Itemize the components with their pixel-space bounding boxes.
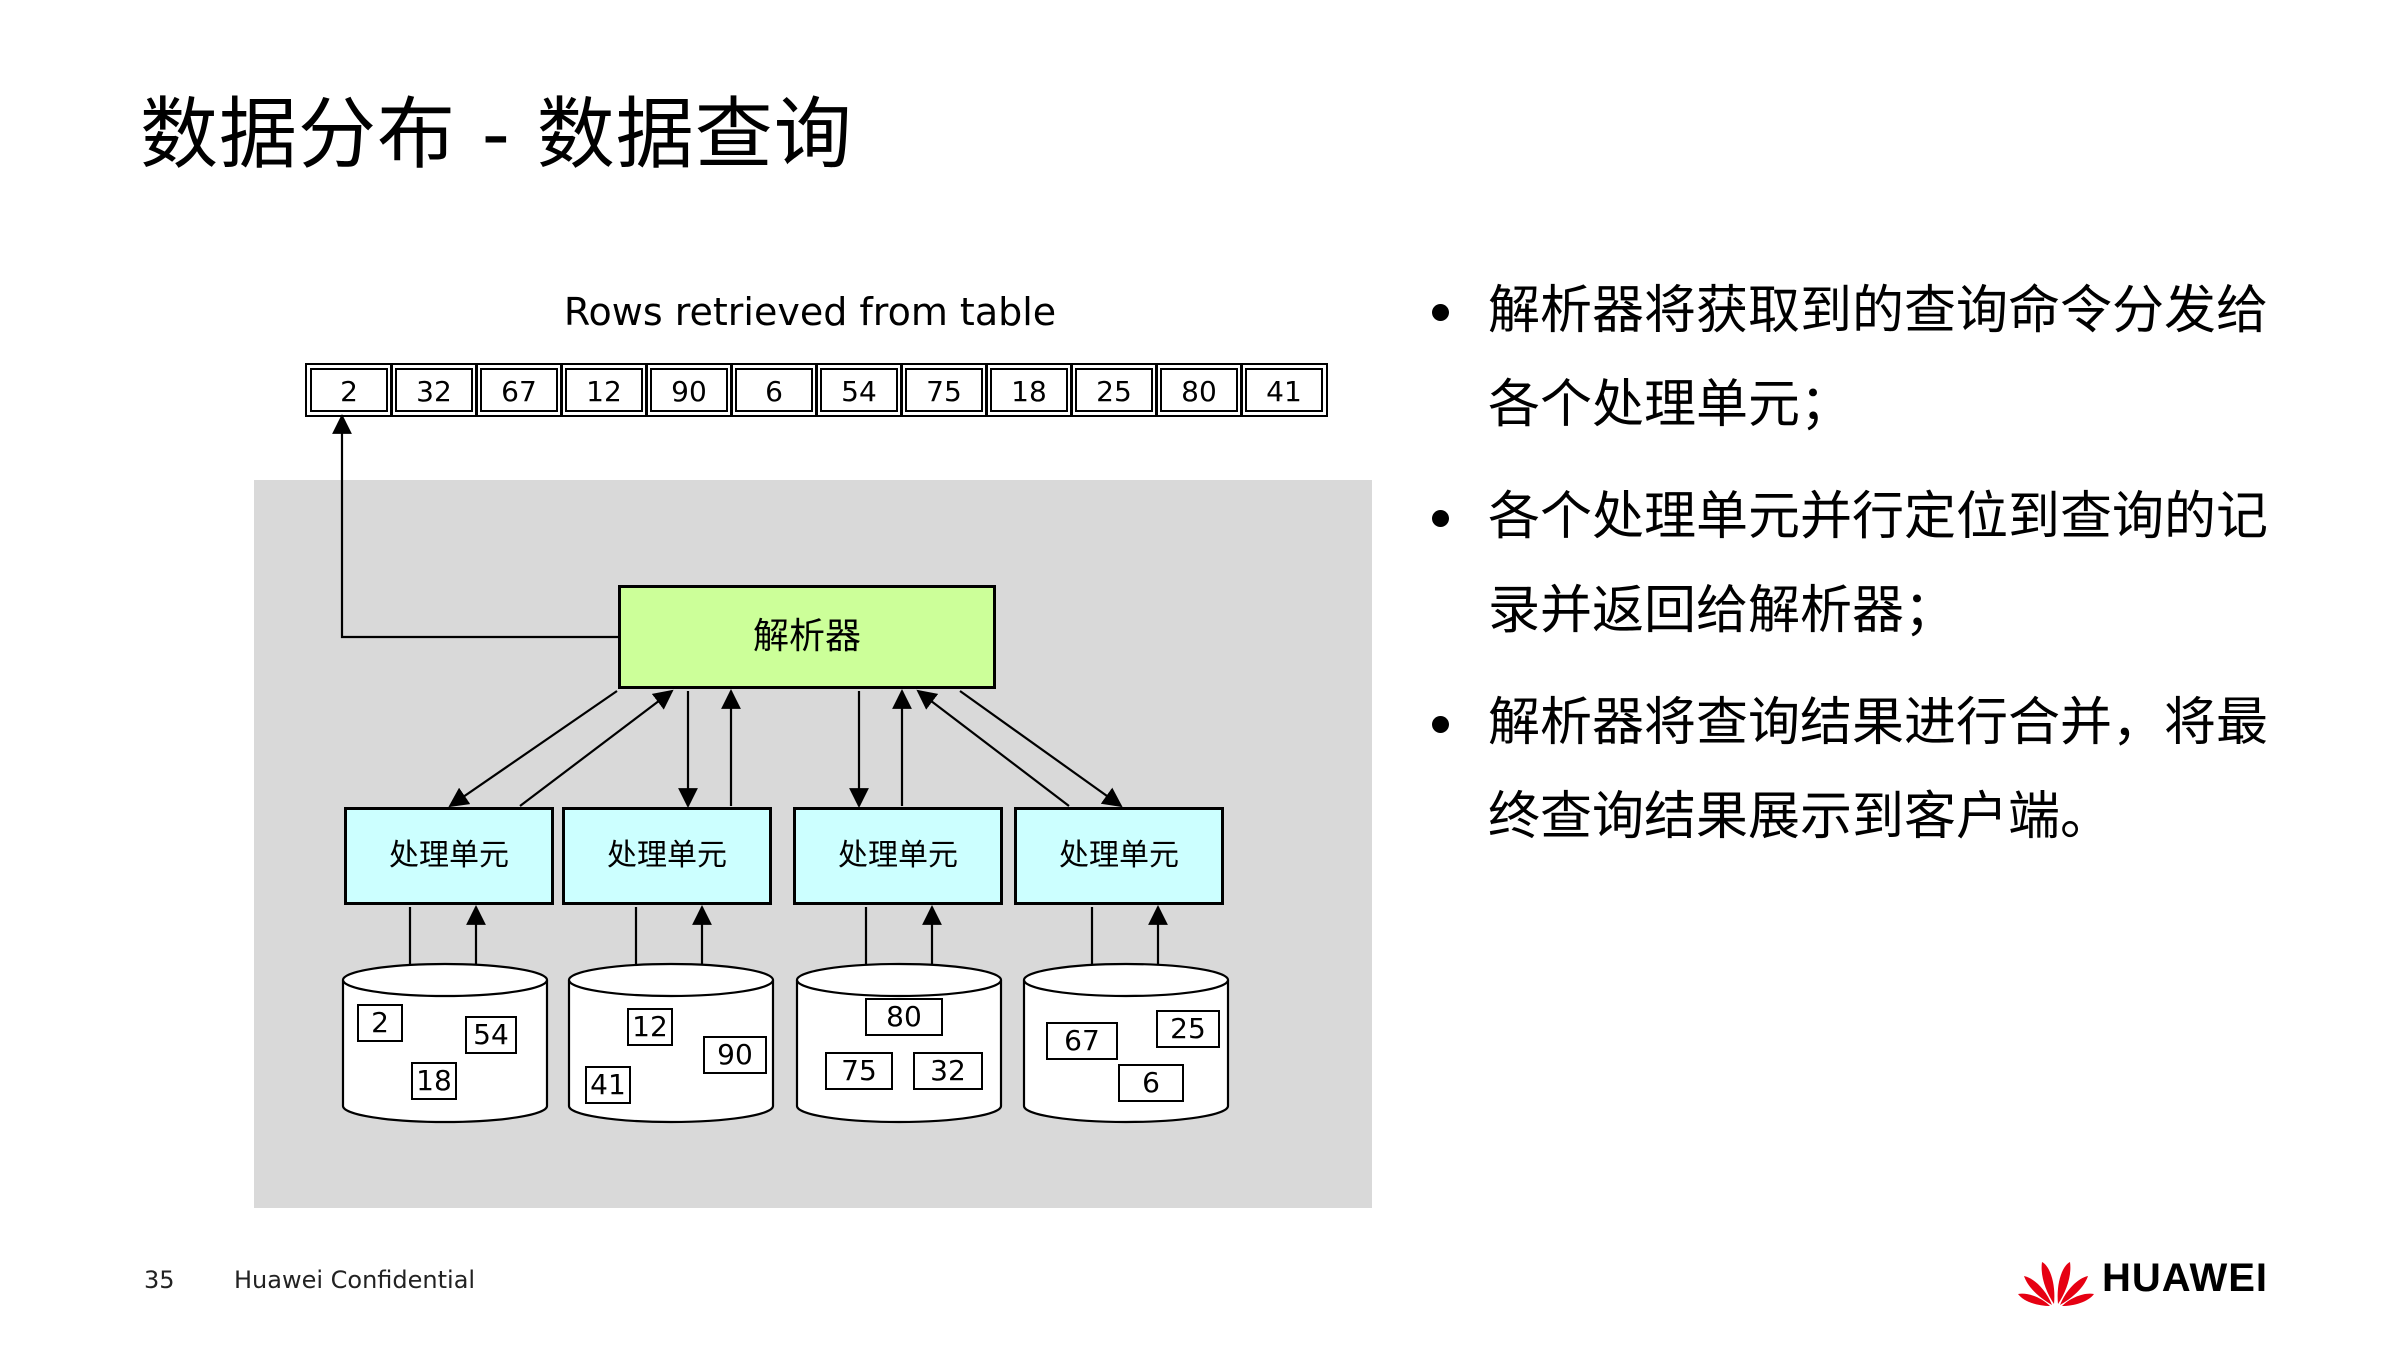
row-cell: 90 [645, 363, 733, 417]
database-cylinder: 67 25 6 [1022, 962, 1230, 1126]
database-icon [341, 962, 549, 1124]
parser-box: 解析器 [618, 585, 996, 689]
bullet-item: 解析器将获取到的查询命令分发给各个处理单元； [1428, 264, 2288, 452]
bullet-dot-icon [1432, 716, 1449, 733]
row-cell: 41 [1240, 363, 1328, 417]
db-value: 32 [913, 1052, 983, 1090]
bullet-dot-icon [1432, 304, 1449, 321]
dispatch-arrow [959, 690, 1123, 808]
huawei-logo: HUAWEI [2016, 1248, 2276, 1310]
huawei-flower-icon [2018, 1262, 2094, 1306]
db-value: 2 [357, 1004, 403, 1042]
row-cell: 6 [730, 363, 818, 417]
row-cell: 75 [900, 363, 988, 417]
bullet-item: 各个处理单元并行定位到查询的记录并返回给解析器； [1428, 470, 2288, 658]
database-cylinder: 2 54 18 [341, 962, 549, 1126]
row-cell: 67 [475, 363, 563, 417]
return-arrow [519, 689, 674, 807]
database-cylinder: 12 90 41 [567, 962, 775, 1126]
db-value: 80 [865, 998, 943, 1036]
db-value: 75 [825, 1052, 893, 1090]
db-value: 12 [627, 1008, 673, 1046]
dispatch-arrow [448, 690, 618, 808]
bullet-text: 各个处理单元并行定位到查询的记录并返回给解析器； [1488, 487, 2269, 641]
processing-unit: 处理单元 [344, 807, 554, 905]
logo-wordmark: HUAWEI [2102, 1256, 2268, 1300]
db-value: 25 [1156, 1010, 1220, 1048]
bullet-list: 解析器将获取到的查询命令分发给各个处理单元； 各个处理单元并行定位到查询的记录并… [1428, 264, 2288, 882]
db-value: 6 [1118, 1064, 1184, 1102]
db-value: 67 [1046, 1022, 1118, 1060]
result-arrow [332, 414, 618, 639]
bullet-dot-icon [1432, 510, 1449, 527]
bullet-text: 解析器将获取到的查询命令分发给各个处理单元； [1488, 281, 2269, 435]
db-value: 18 [411, 1062, 457, 1100]
rows-caption: Rows retrieved from table [563, 290, 1057, 334]
return-arrow [916, 689, 1070, 807]
db-value: 41 [585, 1066, 631, 1104]
database-icon [795, 962, 1003, 1124]
page-number: 35 [144, 1266, 175, 1294]
row-cell: 54 [815, 363, 903, 417]
processing-unit: 处理单元 [1014, 807, 1224, 905]
db-value: 90 [703, 1036, 767, 1074]
slide-title: 数据分布 - 数据查询 [140, 90, 853, 180]
database-cylinder: 80 75 32 [795, 962, 1003, 1126]
processing-unit: 处理单元 [793, 807, 1003, 905]
processing-unit: 处理单元 [562, 807, 772, 905]
row-cell: 32 [390, 363, 478, 417]
bullet-text: 解析器将查询结果进行合并，将最终查询结果展示到客户端。 [1488, 693, 2269, 847]
row-cell: 25 [1070, 363, 1158, 417]
db-value: 54 [465, 1016, 517, 1054]
row-cell: 80 [1155, 363, 1243, 417]
bullet-item: 解析器将查询结果进行合并，将最终查询结果展示到客户端。 [1428, 676, 2288, 864]
row-cell: 2 [305, 363, 393, 417]
confidential-label: Huawei Confidential [234, 1266, 476, 1294]
row-cell: 12 [560, 363, 648, 417]
row-cell: 18 [985, 363, 1073, 417]
